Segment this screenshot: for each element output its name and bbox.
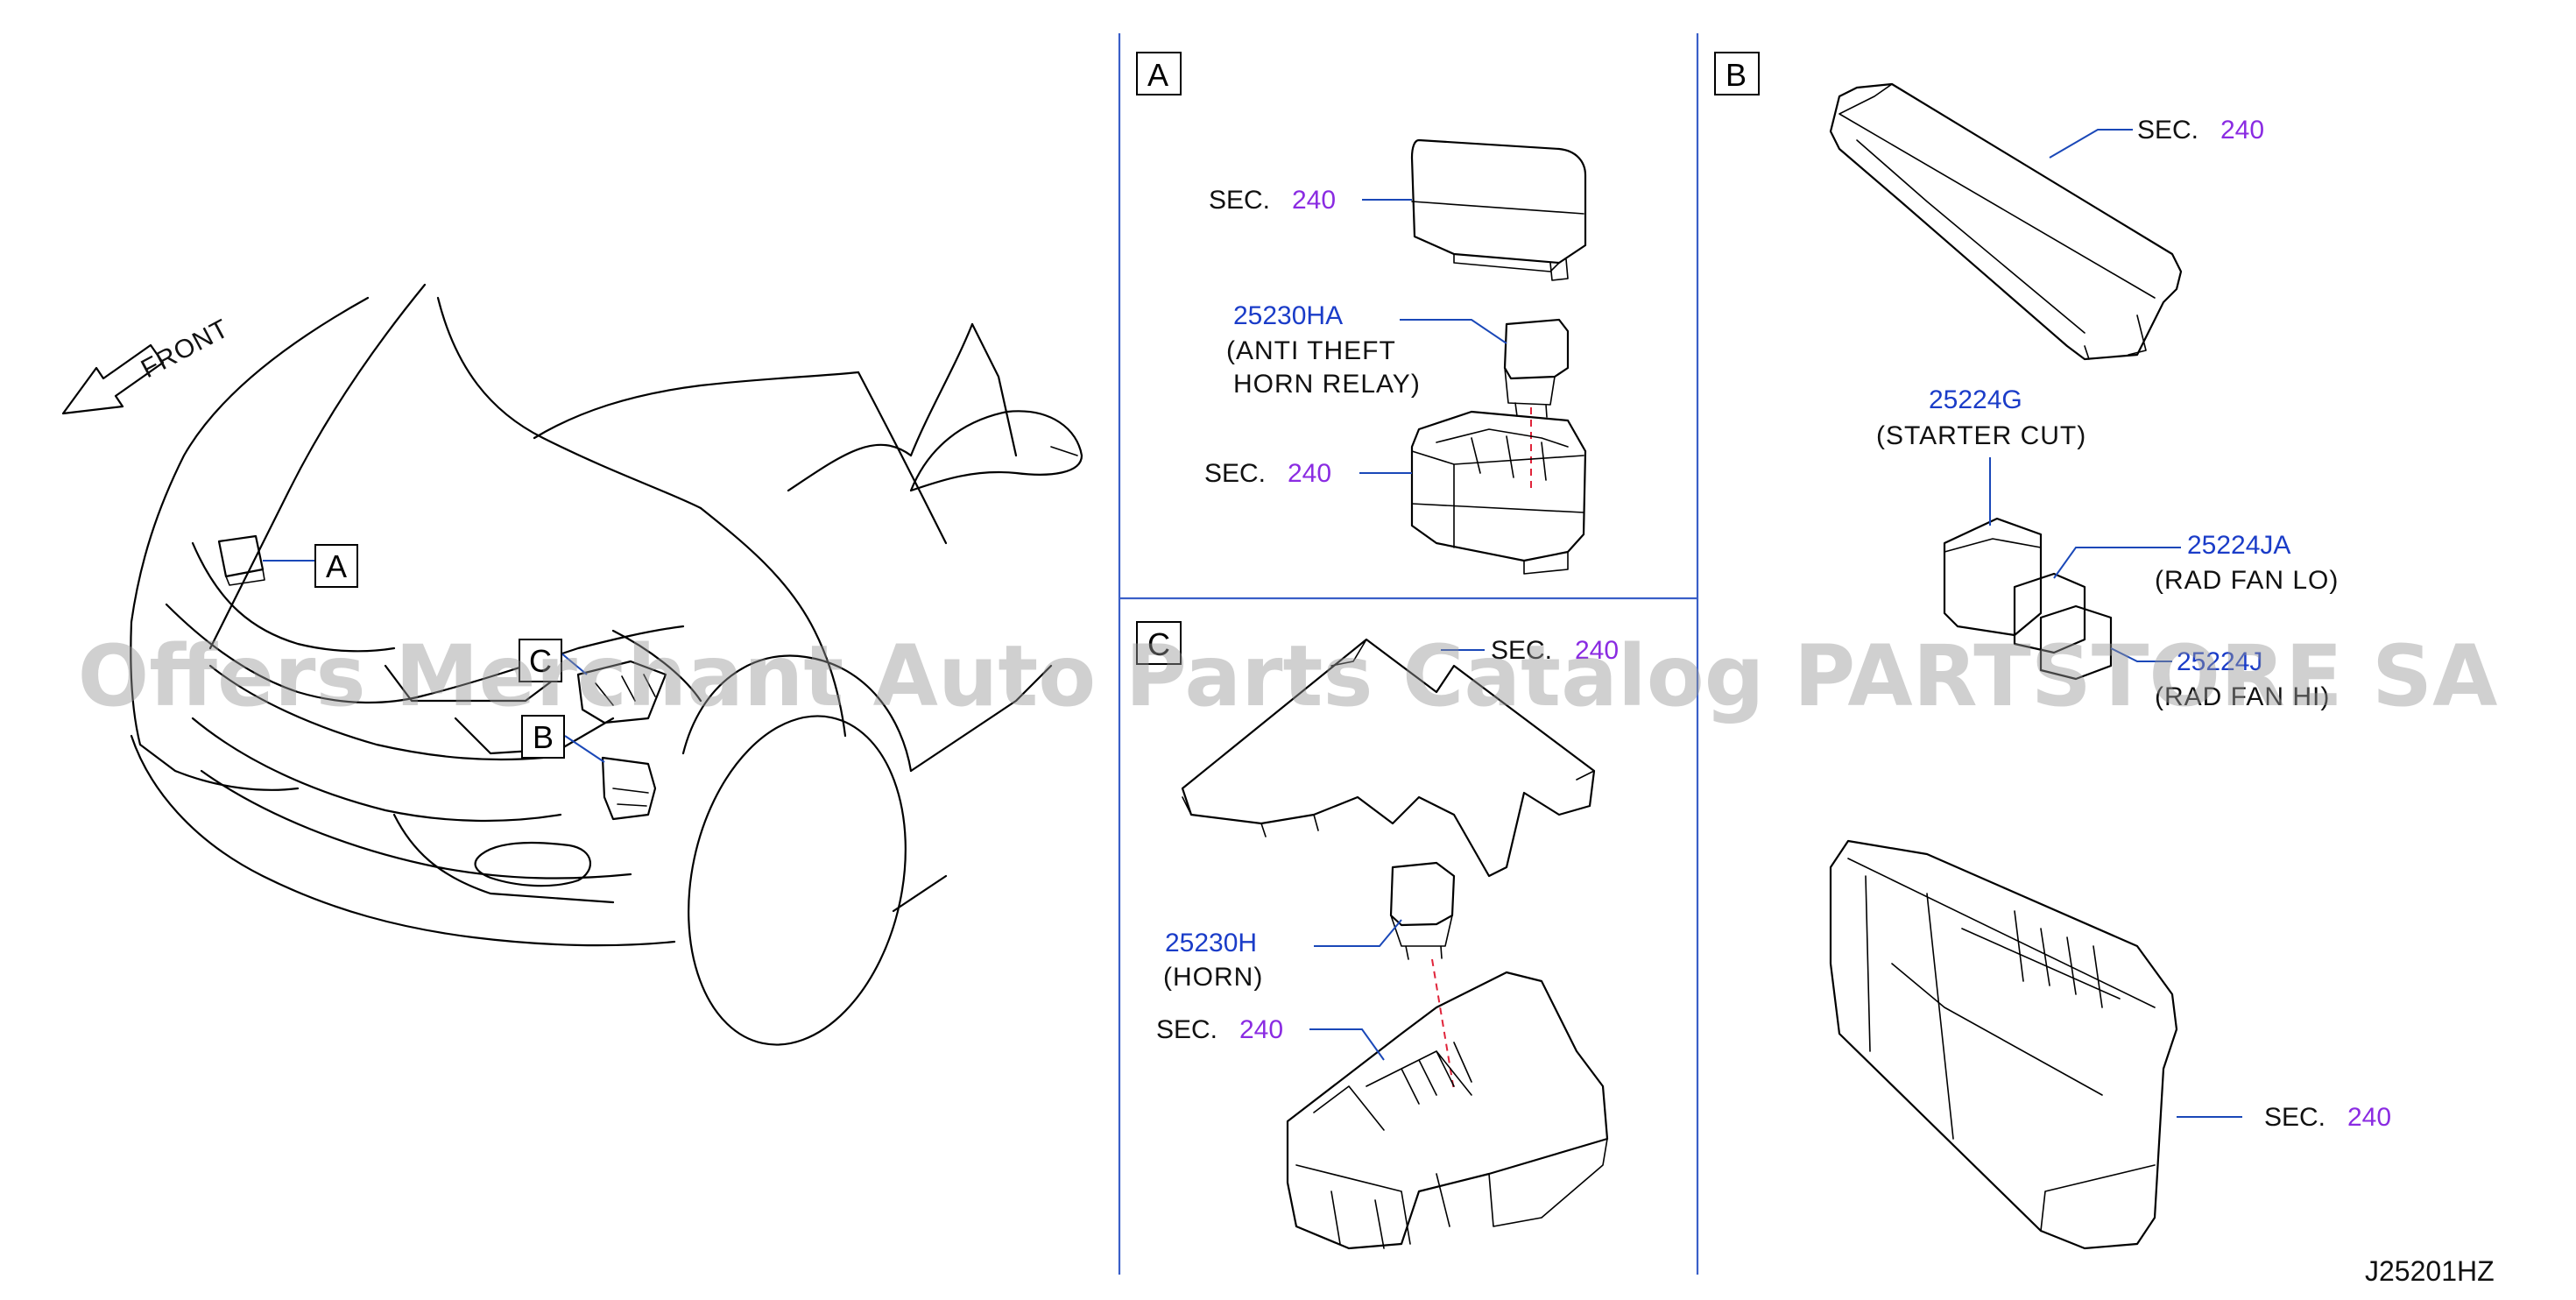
vehicle-block-c-icon [576, 660, 667, 724]
panel-a-relay-part: 25230HA [1233, 301, 1343, 330]
panel-b-base-sec-num: 240 [2347, 1103, 2391, 1132]
callout-b-box: B [521, 715, 565, 759]
front-label: FRONT [137, 314, 234, 384]
panel-a-relay-desc-1: (ANTI THEFT [1226, 336, 1396, 365]
panel-b-relay2-part: 25224JA [2187, 531, 2290, 560]
panel-c-cover-icon [1181, 638, 1596, 878]
panel-c-cover-sec-num: 240 [1575, 636, 1619, 665]
panel-c-base-sec: SEC. [1156, 1015, 1217, 1044]
panel-a-relay-icon [1503, 318, 1570, 418]
panel-b-relay3-desc: (RAD FAN HI) [2155, 682, 2330, 711]
panel-b-relay1-desc: (STARTER CUT) [1876, 421, 2086, 450]
panel-a-label: A [1147, 57, 1168, 93]
panel-a-base-sec: SEC. [1204, 459, 1266, 488]
front-arrow-icon [61, 343, 165, 415]
panel-b-relay2-desc: (RAD FAN LO) [2155, 566, 2339, 595]
vehicle-block-b-icon [601, 756, 657, 821]
panel-b-relay-rad-fan-hi-icon [2039, 604, 2113, 681]
panel-a-base-icon [1410, 410, 1587, 575]
panel-a-relay-desc-2: HORN RELAY) [1233, 370, 1421, 399]
panel-b-relay3-part: 25224J [2177, 647, 2262, 676]
panel-b-cover-sec-num: 240 [2220, 116, 2264, 145]
panel-b-relay-rad-fan-lo-icon [2013, 572, 2086, 654]
vehicle-block-a-icon [217, 534, 265, 586]
svg-text:C: C [529, 643, 552, 679]
panel-c-base-icon [1286, 971, 1609, 1250]
panel-b-base-icon [1829, 839, 2178, 1250]
panel-b-cover-icon [1829, 82, 2183, 361]
panel-c-cover-sec: SEC. [1491, 636, 1552, 665]
panel-a-cover-sec-num: 240 [1292, 186, 1336, 215]
panel-c-relay-desc: (HORN) [1163, 963, 1263, 992]
panel-b-label: B [1726, 57, 1747, 93]
diagram-code: J25201HZ [2365, 1255, 2495, 1287]
panel-b-relay1-part: 25224G [1929, 385, 2022, 414]
panel-b: B SEC. 240 25224G (STARTER CUT) 25224JA … [1714, 52, 2391, 1250]
panel-b-relay-starter-cut-icon [1943, 517, 2043, 637]
callout-a-box: A [314, 544, 358, 588]
svg-text:A: A [326, 548, 347, 584]
panel-a-cover-icon [1410, 138, 1587, 281]
panel-c-relay-icon [1389, 861, 1456, 960]
svg-text:B: B [533, 719, 554, 755]
watermark: Offers Merchant Auto Parts Catalog PARTS… [78, 627, 2498, 725]
panel-a: A SEC. 240 25230HA (ANTI THEFT HORN RELA… [1136, 52, 1587, 575]
callout-c-box: C [519, 639, 562, 682]
panel-c-label: C [1147, 626, 1170, 662]
panel-c-relay-part: 25230H [1165, 929, 1257, 957]
panel-c: C SEC. 240 25230H (HORN) SEC. 240 [1136, 621, 1619, 1250]
panel-a-base-sec-num: 240 [1288, 459, 1331, 488]
panel-b-cover-sec: SEC. [2137, 116, 2198, 145]
panel-c-base-sec-num: 240 [1239, 1015, 1283, 1044]
panel-a-cover-sec: SEC. [1209, 186, 1270, 215]
panel-b-base-sec: SEC. [2264, 1103, 2325, 1132]
